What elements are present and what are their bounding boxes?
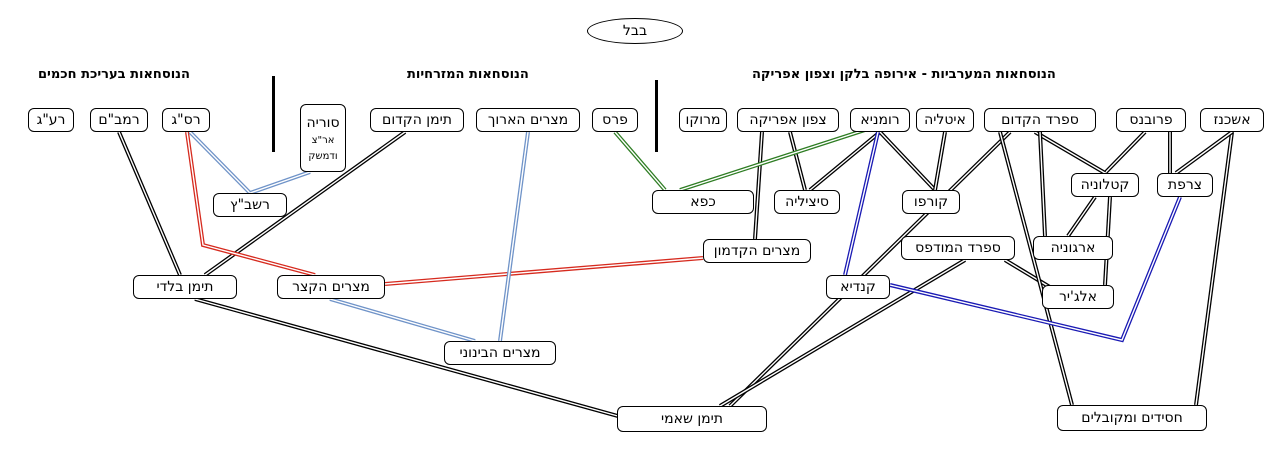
node-italia: איטליה (916, 108, 974, 132)
edge-italia-korfu (933, 131, 947, 191)
edge-core (204, 131, 406, 276)
edge-romania-korfu (878, 130, 937, 192)
edge-sfarad_kadum-argonia (1038, 131, 1047, 237)
edge-core (118, 131, 181, 276)
edge-core (679, 129, 866, 191)
edge-core (844, 131, 879, 276)
edge-core (934, 131, 946, 191)
node-bavel: בבל (587, 18, 683, 44)
node-sfarad-kadum: ספרד הקדום (984, 108, 1096, 132)
edge-core (1175, 131, 1233, 174)
node-mitzrayim-katzar: מצרים הקצר (277, 275, 385, 299)
edge-romania-sitzilia (808, 130, 882, 192)
node-katalonia: קטלוניה (1071, 173, 1139, 197)
node-sitzilia: סיציליה (774, 190, 840, 214)
node-teiman-kadum: תימן הקדום (370, 108, 464, 132)
edge-core (329, 298, 476, 342)
node-suria: סוריה אר"צ ודמשק (300, 104, 346, 172)
edge-core (729, 131, 1011, 407)
edge-core (1195, 131, 1233, 406)
edge-sfarad_kadum-katalonia (1033, 130, 1107, 175)
edge-sfarad_kadum-hasidim (998, 131, 1074, 406)
edge-core (249, 171, 311, 194)
edge-tzafon_afrika-mitzrayim_kadmon (753, 131, 764, 240)
node-ashkenaz: אשכנז (1200, 108, 1264, 132)
node-maroko: מרוקו (679, 108, 727, 132)
edge-core (186, 131, 316, 276)
edge-suria-rashbatz (249, 170, 311, 195)
node-mitzrayim-kadmon: מצרים הקדמון (703, 239, 811, 263)
edge-core (754, 131, 763, 240)
edge-sfarad_kadum-teiman_shami (728, 130, 1012, 408)
edge-core (1034, 131, 1106, 174)
edge-rasag-mitzrayim_katzar (185, 131, 316, 277)
edge-ashkenaz-hasidim (1194, 131, 1234, 406)
node-algir: אלג'יר (1042, 285, 1114, 309)
edge-teiman_baladi-teiman_shami (194, 297, 626, 420)
edge-core (189, 131, 251, 194)
node-hasidim: חסידים ומקובלים (1057, 405, 1207, 431)
edge-ashkenaz-tzarfat (1174, 130, 1234, 175)
edge-sfarad_mudpas-teiman_shami (718, 258, 967, 408)
node-sfarad-mudpas: ספרד המודפס (901, 236, 1015, 260)
edge-core (809, 131, 881, 191)
node-kafa: כפא (652, 190, 754, 214)
header-rabbis: הנוסחאות בעריכת חכמים (38, 67, 190, 82)
edge-mitzrayim_aroch-mitzrayim_beinoni (498, 131, 530, 342)
node-tzarfat: צרפת (1157, 173, 1213, 197)
edge-core (999, 131, 1073, 406)
node-rashbatz: רשב"ץ (213, 193, 287, 217)
node-tzafon-afrika: צפון אפריקה (737, 108, 839, 132)
node-teiman-baladi: תימן בלדי (133, 275, 237, 299)
edge-provans-katalonia (1103, 130, 1147, 175)
edge-core (879, 131, 936, 191)
edge-core (614, 131, 666, 191)
edge-romania-kafa (679, 128, 866, 192)
node-raag: רע"ג (28, 108, 74, 132)
node-suria-line3: ודמשק (308, 151, 338, 162)
edge-teiman_kadum-teiman_baladi (203, 130, 407, 277)
edge-core (889, 196, 1181, 341)
header-eastern: הנוסחאות המזרחיות (407, 67, 529, 82)
node-korfu: קורפו (902, 190, 960, 214)
edge-core (1039, 131, 1046, 237)
header-western: הנוסחאות המערביות - אירופה בלקן וצפון אפ… (752, 67, 1056, 82)
edge-tzafon_afrika-sitzilia (788, 131, 807, 191)
edge-core (1104, 131, 1146, 174)
edge-mitzrayim_katzar-mitzrayim_beinoni (329, 297, 476, 343)
node-paras: פרס (592, 108, 638, 132)
edge-core (499, 131, 529, 342)
node-kandia: קנדיא (826, 275, 890, 299)
section-divider-left (272, 76, 275, 152)
edge-core (1067, 196, 1096, 237)
node-mitzrayim-aroch: מצרים הארוך (476, 108, 580, 132)
node-provans: פרובנס (1116, 108, 1186, 132)
edge-core (789, 131, 806, 191)
edge-rambam-teiman_baladi (117, 131, 182, 276)
edge-kandia-tzarfat (889, 196, 1182, 343)
node-suria-line2: אר"צ (311, 135, 335, 146)
edge-core (719, 259, 966, 407)
node-rambam: רמב"ם (90, 108, 148, 132)
node-mitzrayim-beinoni: מצרים הבינוני (444, 341, 556, 365)
node-suria-line1: סוריה (306, 115, 340, 131)
node-argonia: ארגוניה (1033, 236, 1113, 260)
edge-core (194, 298, 626, 419)
edge-core (384, 257, 704, 285)
node-romania: רומניא (850, 108, 910, 132)
node-teiman-shami: תימן שאמי (617, 406, 767, 432)
edge-katalonia-argonia (1066, 195, 1097, 238)
section-divider-right (655, 80, 658, 152)
edge-mitzrayim_kadmon-mitzrayim_katzar (384, 256, 704, 286)
edge-romania-kandia (843, 131, 880, 276)
node-rasag: רס"ג (162, 108, 210, 132)
edge-paras-kafa (613, 130, 667, 192)
edge-rasag-rashbatz (188, 130, 252, 195)
